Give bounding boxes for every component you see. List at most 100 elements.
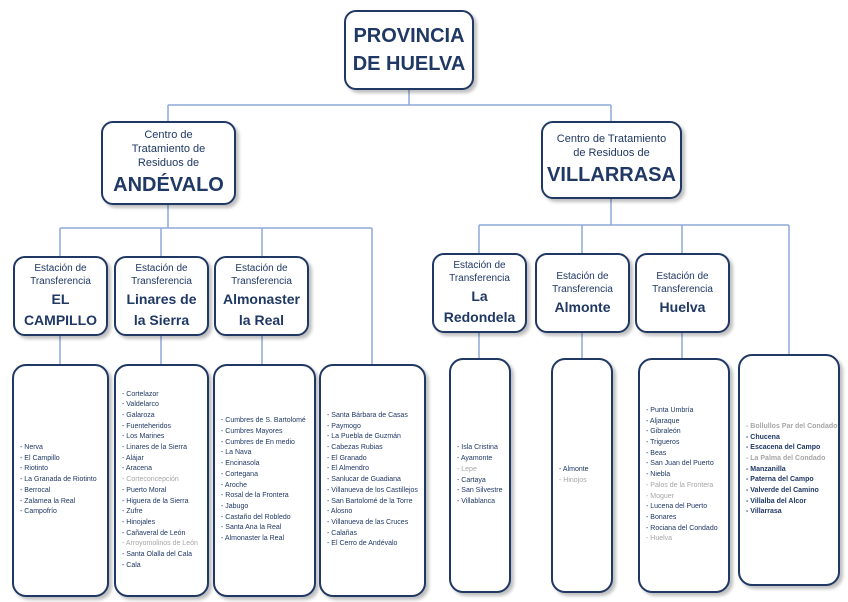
municipality-item: - Castaño del Robledo bbox=[221, 513, 291, 521]
municipality-item: - Ayamonte bbox=[457, 455, 493, 463]
center-box-andevalo: Centro de Tratamiento de Residuos de AND… bbox=[101, 121, 236, 205]
municipality-item: - Chucena bbox=[746, 433, 780, 441]
municipality-item: - Bonares bbox=[646, 513, 677, 521]
municipality-item: - Corteconcepción bbox=[122, 476, 179, 484]
municipality-item: - Cortelazor bbox=[122, 390, 159, 398]
municipality-item: - Zufre bbox=[122, 508, 143, 516]
municipality-item: - Valdelarco bbox=[122, 401, 159, 409]
municipality-item: - Higuera de la Sierra bbox=[122, 497, 189, 505]
municipality-item: - Calañas bbox=[327, 529, 357, 537]
municipality-item: - Berrocal bbox=[20, 486, 51, 494]
root-title-line-1: PROVINCIA bbox=[353, 25, 465, 47]
municipality-item: - Santa Olalla del Cala bbox=[122, 551, 193, 559]
municipality-item: - Cumbres de S. Bartolomé bbox=[221, 417, 306, 425]
municipality-item: - Escacena del Campo bbox=[746, 444, 821, 452]
center-name: VILLARRASA bbox=[547, 164, 676, 186]
municipality-list-linares-de-la-sierra: - Cortelazor- Valdelarco- Galaroza- Fuen… bbox=[114, 364, 209, 597]
station-box-la-redondela: Estación de Transferencia La Redondela bbox=[432, 253, 527, 333]
municipality-item: - Cumbres Mayores bbox=[221, 427, 283, 435]
station-name-line: Redondela bbox=[443, 309, 516, 325]
municipality-list-andevalo-direct: - Santa Bárbara de Casas- Paymogo- La Pu… bbox=[319, 364, 426, 597]
municipality-item: - Cumbres de En medio bbox=[221, 438, 295, 446]
station-prefix-line: Transferencia bbox=[231, 276, 292, 287]
municipality-item: - Cabezas Rubias bbox=[327, 444, 383, 452]
root-title-line-2: DE HUELVA bbox=[352, 53, 466, 75]
root-box-provincia: PROVINCIA DE HUELVA bbox=[344, 10, 474, 90]
municipality-list-almonte: - Almonte - Hinojos bbox=[551, 358, 613, 593]
municipality-item: - Aracena bbox=[122, 465, 152, 473]
station-box-el-campillo: Estación de Transferencia EL CAMPILLO bbox=[13, 256, 108, 336]
municipality-item: - Santa Bárbara de Casas bbox=[327, 411, 408, 419]
municipality-item: - Villablanca bbox=[457, 497, 496, 505]
municipality-item: - La Palma del Condado bbox=[746, 454, 826, 462]
center-name: ANDÉVALO bbox=[113, 174, 224, 196]
station-prefix-line: Estación de bbox=[453, 260, 506, 271]
center-subtitle-line: Centro de Tratamiento bbox=[556, 133, 667, 145]
center-subtitle-line: Tratamiento de bbox=[131, 143, 206, 155]
municipality-item: - La Nava bbox=[221, 449, 252, 457]
municipality-item: - Moguer bbox=[646, 492, 675, 500]
municipality-list-la-redondela: - Isla Cristina- Ayamonte- Lepe- Cartaya… bbox=[449, 358, 511, 593]
municipality-item: - Alosno bbox=[327, 508, 353, 516]
municipality-list-el-campillo: - Nerva- El Campillo- Riotinto- La Grana… bbox=[12, 364, 109, 597]
station-box-almonte: Estación de Transferencia Almonte bbox=[535, 253, 630, 333]
municipality-items: - Punta Umbría- Aljaraque- Gibraleón- Tr… bbox=[646, 406, 718, 545]
municipality-item: - Galaroza bbox=[122, 411, 155, 419]
municipality-item: - Campofrío bbox=[20, 508, 57, 516]
station-prefix-line: Transferencia bbox=[552, 283, 613, 295]
municipality-item: - San Silvestre bbox=[457, 487, 503, 495]
municipality-item: - Beas bbox=[646, 449, 667, 457]
municipality-item: - Punta Umbría bbox=[646, 406, 694, 414]
municipality-item: - Lepe bbox=[457, 465, 477, 473]
municipality-item: - Hinojos bbox=[559, 476, 587, 484]
municipality-item: - Paymogo bbox=[327, 422, 361, 430]
municipality-item: - Isla Cristina bbox=[457, 444, 498, 452]
municipality-item: - El Almendro bbox=[327, 465, 370, 473]
station-prefix-line: Transferencia bbox=[131, 276, 192, 287]
station-box-huelva: Estación de Transferencia Huelva bbox=[635, 253, 730, 333]
municipality-items: - Nerva- El Campillo- Riotinto- La Grana… bbox=[20, 443, 97, 518]
municipality-item: - Nerva bbox=[20, 444, 43, 452]
municipality-item: - Hinojales bbox=[122, 518, 156, 526]
municipality-item: - El Granado bbox=[327, 454, 367, 462]
municipality-item: - Lucena del Puerto bbox=[646, 503, 708, 511]
municipality-items: - Isla Cristina- Ayamonte- Lepe- Cartaya… bbox=[457, 443, 503, 507]
municipality-item: - Cañaveral de León bbox=[122, 529, 186, 537]
station-prefix-line: Transferencia bbox=[652, 283, 713, 295]
center-subtitle-line: Centro de bbox=[144, 129, 193, 141]
municipality-item: - Villanueva de los Castillejos bbox=[327, 486, 418, 494]
station-name-line: EL bbox=[51, 291, 70, 307]
municipality-item: - Almonaster la Real bbox=[221, 535, 285, 543]
municipality-item: - Linares de la Sierra bbox=[122, 444, 187, 452]
station-box-almonaster-la-real: Estación de Transferencia Almonaster la … bbox=[214, 256, 309, 336]
municipality-items: - Cortelazor- Valdelarco- Galaroza- Fuen… bbox=[122, 390, 198, 572]
municipality-item: - Aljaraque bbox=[646, 417, 680, 425]
municipality-item: - Encinasola bbox=[221, 460, 260, 468]
municipality-items: - Almonte - Hinojos bbox=[559, 465, 589, 486]
municipality-item: - Villarrasa bbox=[746, 508, 782, 516]
municipality-item: - Los Marines bbox=[122, 433, 165, 441]
station-name-line: Almonaster bbox=[222, 291, 301, 307]
municipality-item: - El Campillo bbox=[20, 454, 60, 462]
center-subtitle-line: Residuos de bbox=[137, 157, 200, 169]
municipality-item: - San Bartolomé de la Torre bbox=[327, 497, 413, 505]
station-name-line: Huelva bbox=[659, 298, 706, 315]
municipality-item: - Valverde del Camino bbox=[746, 487, 819, 495]
municipality-item: - Jabugo bbox=[221, 502, 249, 510]
municipality-item: - Rosal de la Frontera bbox=[221, 492, 289, 500]
station-prefix-line: Transferencia bbox=[449, 273, 510, 284]
municipality-item: - Huelva bbox=[646, 535, 673, 543]
station-prefix-line: Estación de bbox=[556, 270, 609, 282]
municipality-item: - Paterna del Campo bbox=[746, 476, 814, 484]
station-prefix-line: Transferencia bbox=[30, 276, 91, 287]
station-name-line: Almonte bbox=[554, 298, 611, 315]
municipality-item: - Almonte bbox=[559, 465, 589, 473]
station-prefix-line: Estación de bbox=[656, 270, 709, 282]
municipality-item: - Bollullos Par del Condado bbox=[746, 422, 838, 430]
municipality-item: - Niebla bbox=[646, 471, 671, 479]
municipality-item: - Zalamea la Real bbox=[20, 497, 76, 505]
center-box-villarrasa: Centro de Tratamiento de Residuos de VIL… bbox=[541, 121, 682, 199]
municipality-item: - Arroyomolinos de León bbox=[122, 540, 198, 548]
municipality-items: - Santa Bárbara de Casas- Paymogo- La Pu… bbox=[327, 411, 418, 550]
municipality-item: - Santa Ana la Real bbox=[221, 524, 282, 532]
